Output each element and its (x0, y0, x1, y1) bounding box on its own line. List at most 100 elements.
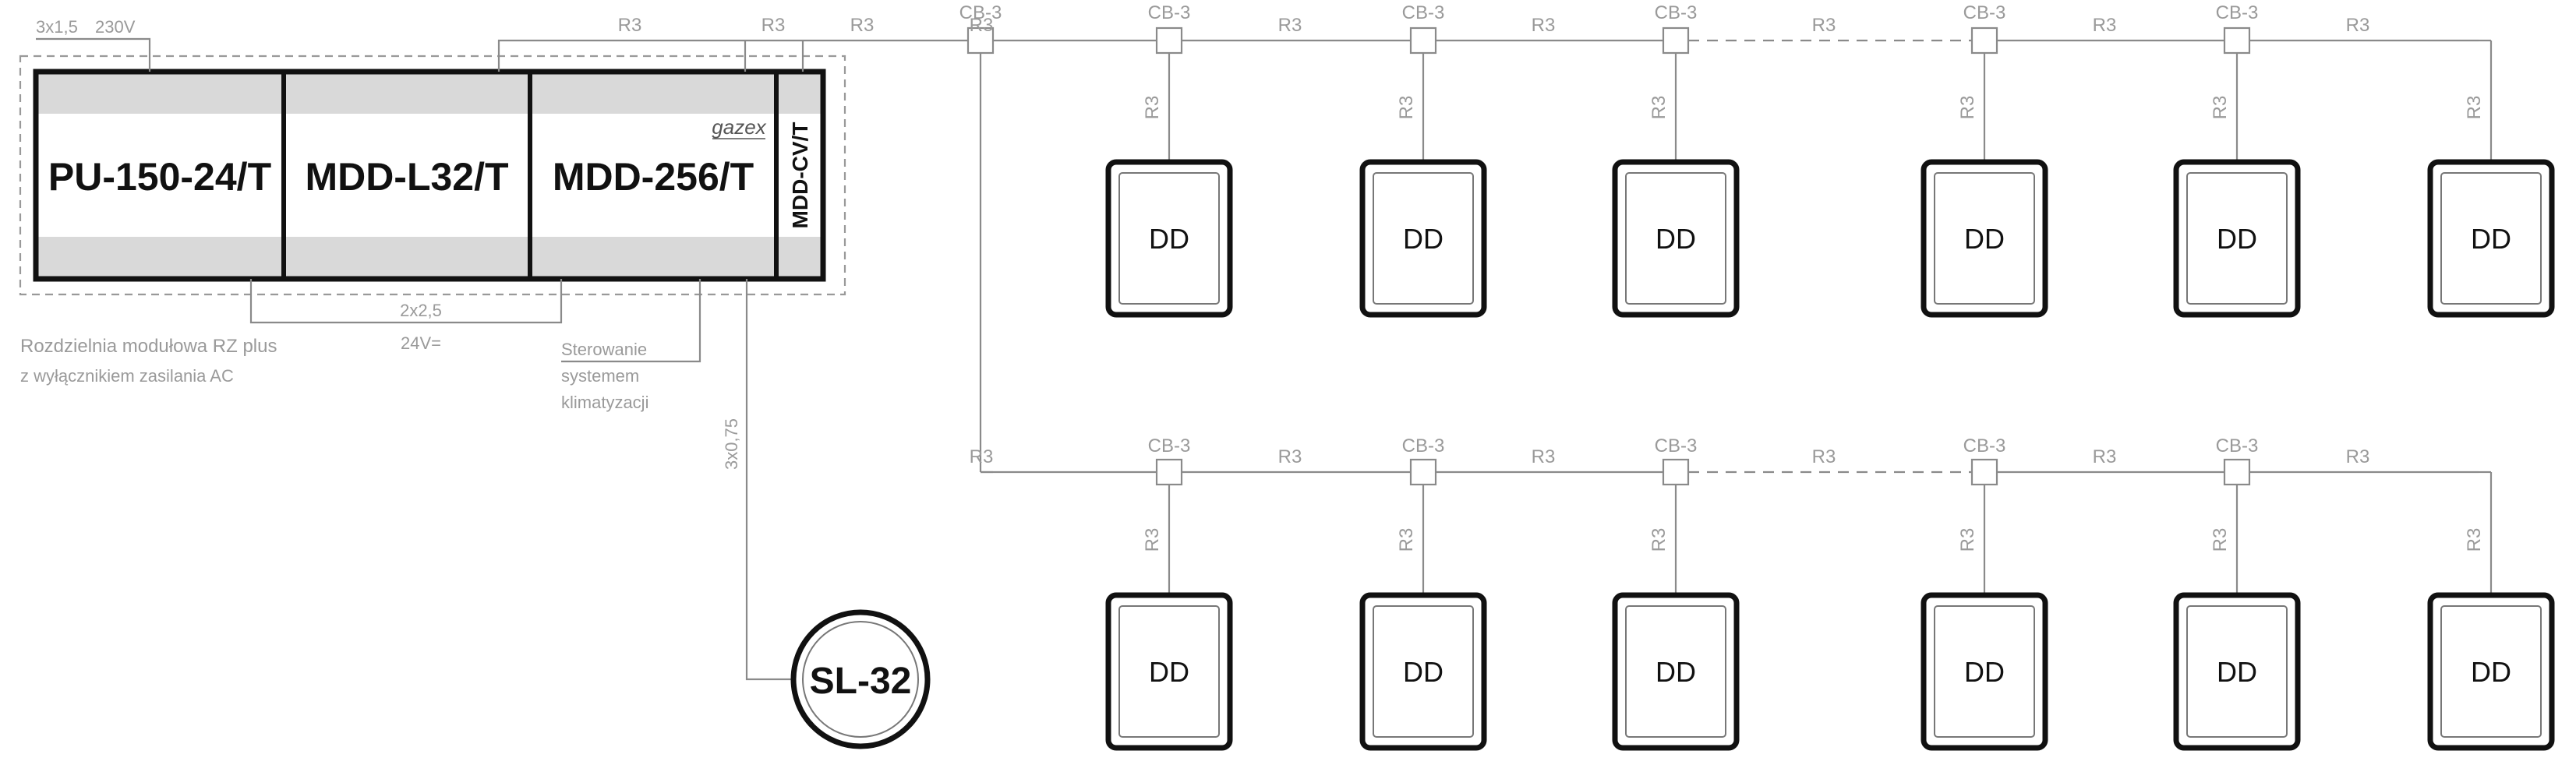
detector-label: DD (1655, 656, 1696, 688)
drop-cable-label: R3 (1396, 528, 1417, 552)
junction-box (1662, 458, 1690, 486)
bus-cable-label: R3 (1812, 15, 1836, 36)
junction-box (2223, 26, 2251, 55)
detector-inner-frame (1625, 172, 1726, 305)
bus-cable-label: R3 (1278, 446, 1302, 467)
enclosure-outline (19, 55, 846, 296)
detector-box (2173, 592, 2301, 751)
detector-label: DD (1403, 656, 1443, 688)
junction-box-label: CB-3 (1655, 435, 1698, 456)
power-cable-wire (36, 37, 151, 72)
hvac-label-line1: Sterowanie (561, 340, 647, 359)
drop-cable-label: R3 (1142, 528, 1163, 552)
detector-box (1921, 592, 2048, 751)
detector-inner-frame (2440, 605, 2542, 738)
drop-cable-label: R3 (2210, 528, 2231, 552)
enclosure-title: Rozdzielnia modułowa RZ plus (20, 336, 277, 357)
detector-label: DD (1149, 656, 1189, 688)
detector-inner-frame (1118, 172, 1220, 305)
detector-inner-frame (1934, 172, 2035, 305)
drop-cable-label: R3 (1957, 96, 1978, 120)
bus-cable-label: R3 (850, 15, 875, 36)
bus-cable-label: R3 (1812, 446, 1836, 467)
detector-label: DD (1964, 656, 2005, 688)
bus-cable-label: R3 (761, 15, 786, 36)
detector-label: DD (1655, 223, 1696, 255)
drop-cable-label: R3 (1648, 96, 1670, 120)
drop-cable-label: R3 (2464, 528, 2485, 552)
enclosure-subtitle: z wyłącznikiem zasilania AC (20, 366, 234, 386)
bus-cable-label: R3 (1532, 446, 1556, 467)
detector-box (2427, 159, 2555, 318)
junction-box-label: CB-3 (1148, 435, 1191, 456)
detector-inner-frame (2186, 605, 2288, 738)
detector-label: DD (1403, 223, 1443, 255)
detector-label: DD (1149, 223, 1189, 255)
detector-box (1921, 159, 2048, 318)
drop-cable-label: R3 (1396, 96, 1417, 120)
junction-box (1155, 26, 1183, 55)
junction-box-label: CB-3 (1148, 2, 1191, 23)
detector-inner-frame (2440, 172, 2542, 305)
junction-box (1409, 458, 1437, 486)
junction-box-label: CB-3 (1402, 2, 1445, 23)
bus-main-wire (497, 39, 973, 72)
hvac-label-line2: systemem (561, 366, 639, 386)
module-mdd-cv-label: MDD-CV/T (788, 122, 812, 229)
sl-cable-wire (745, 279, 793, 681)
brand-logo: gazex (712, 115, 766, 139)
detector-label: DD (2471, 656, 2511, 688)
junction-box-label: CB-3 (1402, 435, 1445, 456)
junction-box (2223, 458, 2251, 486)
power-cable-spec: 3x1,5 (36, 17, 78, 37)
detector-box (2427, 592, 2555, 751)
junction-box (1970, 458, 1998, 486)
detector-inner-frame (1373, 172, 1474, 305)
junction-box (1662, 26, 1690, 55)
signal-lamp-outer (790, 609, 931, 749)
power-cable-voltage: 230V (95, 17, 136, 37)
supply-cable-spec: 2x2,5 (400, 301, 442, 320)
bus-cable-label: R3 (2346, 15, 2370, 36)
detector-box (1359, 159, 1487, 318)
junction-box-label: CB-3 (2216, 435, 2259, 456)
module-pu-150-label: PU-150-24/T (48, 155, 271, 199)
junction-box (1155, 458, 1183, 486)
sl-cable-label: 3x0,75 (722, 418, 741, 470)
hvac-label-line3: klimatyzacji (561, 393, 648, 412)
module-mdd-l32-label: MDD-L32/T (305, 155, 508, 199)
detector-inner-frame (1625, 605, 1726, 738)
detector-box (1359, 592, 1487, 751)
detector-box (2173, 159, 2301, 318)
drop-cable-label: R3 (2464, 96, 2485, 120)
drop-cable-label: R3 (1142, 96, 1163, 120)
detector-inner-frame (2186, 172, 2288, 305)
signal-lamp-label: SL-32 (810, 661, 912, 702)
detector-box (1105, 592, 1233, 751)
detector-label: DD (2217, 223, 2257, 255)
junction-box-label: CB-3 (1963, 2, 2006, 23)
bus-cable-label: R3 (2093, 446, 2117, 467)
junction-box (1409, 26, 1437, 55)
drop-cable-label: R3 (1648, 528, 1670, 552)
detector-label: DD (2217, 656, 2257, 688)
rack-frame (33, 69, 826, 282)
junction-box (1970, 26, 1998, 55)
bus-cable-label: R3 (618, 15, 642, 36)
signal-lamp-inner (802, 621, 919, 738)
drop-cable-label: R3 (2210, 96, 2231, 120)
hvac-control-wire (561, 279, 701, 363)
detector-box (1105, 159, 1233, 318)
bus-cable-label: R3 (1532, 15, 1556, 36)
rack-top-stripe (36, 72, 823, 114)
bus-cable-label: R3 (2093, 15, 2117, 36)
bus-cable-label: R3 (2346, 446, 2370, 467)
detector-inner-frame (1118, 605, 1220, 738)
rack-bottom-stripe (36, 237, 823, 279)
junction-box-label: CB-3 (1655, 2, 1698, 23)
junction-box-label: CB-3 (2216, 2, 2259, 23)
supply-cable-wire (249, 279, 563, 324)
bus-cable-label: R3 (1278, 15, 1302, 36)
detector-inner-frame (1373, 605, 1474, 738)
